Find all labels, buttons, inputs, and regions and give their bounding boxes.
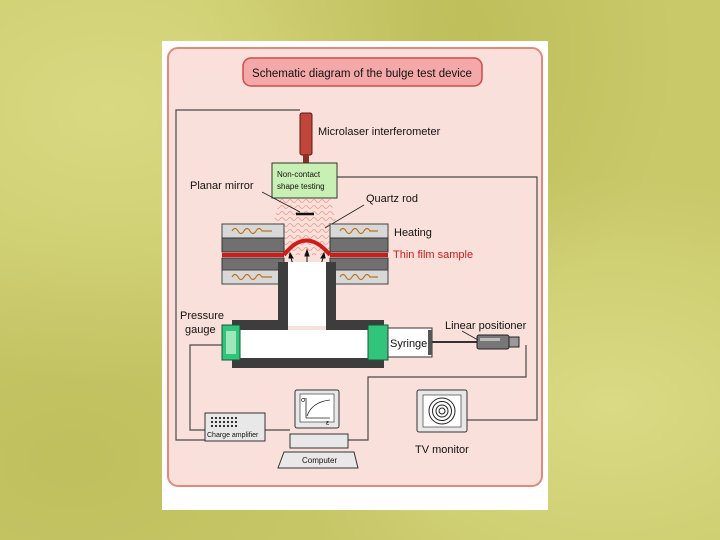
diagram-title: Schematic diagram of the bulge test devi… <box>252 68 472 80</box>
pressure-gauge-icon <box>221 324 241 361</box>
shape-testing-line1: Non-contact <box>277 170 321 179</box>
pressure-gauge-line1: Pressure <box>180 310 224 322</box>
title-box <box>242 57 483 87</box>
slide-card: Schematic diagram of the bulge test devi… <box>162 41 548 510</box>
charge-amplifier-icon <box>204 412 266 442</box>
tv-monitor-icon <box>416 389 468 433</box>
laser-beam <box>265 198 345 255</box>
thin-film-bulge <box>282 238 332 257</box>
computer-label: Computer <box>302 456 337 465</box>
shape-testing-line2: shape testing <box>277 182 325 191</box>
positioner-leader <box>461 330 479 341</box>
bulge-test-diagram: Schematic diagram of the bulge test devi… <box>167 47 543 487</box>
heating-block-right <box>329 223 389 285</box>
linear-positioner-label: Linear positioner <box>445 320 527 332</box>
heating-coil-icon <box>231 227 272 235</box>
positioner-icon <box>476 334 520 350</box>
microlaser-icon <box>299 112 313 163</box>
shape-testing-box <box>271 162 338 199</box>
planar-mirror-label: Planar mirror <box>190 180 254 192</box>
heating-block-left <box>221 223 285 285</box>
quartz-rod-label: Quartz rod <box>366 193 418 205</box>
charge-amplifier-label: Charge amplifier <box>207 432 259 439</box>
plot-y-axis: σ <box>301 397 306 404</box>
computer-icon: σ ε <box>277 389 359 469</box>
heating-label: Heating <box>394 227 432 239</box>
syringe-label: Syringe <box>390 338 427 350</box>
pressure-gauge-line2: gauge <box>185 324 216 336</box>
thin-film-label: Thin film sample <box>393 249 473 261</box>
interferometer-label: Microlaser interferometer <box>318 126 441 138</box>
planar-mirror-leader <box>261 191 301 213</box>
stress-strain-curve <box>305 398 331 419</box>
syringe-icon <box>367 324 478 361</box>
tv-monitor-label: TV monitor <box>415 444 469 456</box>
plot-x-axis: ε <box>326 420 329 427</box>
wiring <box>175 109 538 441</box>
pressure-chamber <box>232 262 384 368</box>
